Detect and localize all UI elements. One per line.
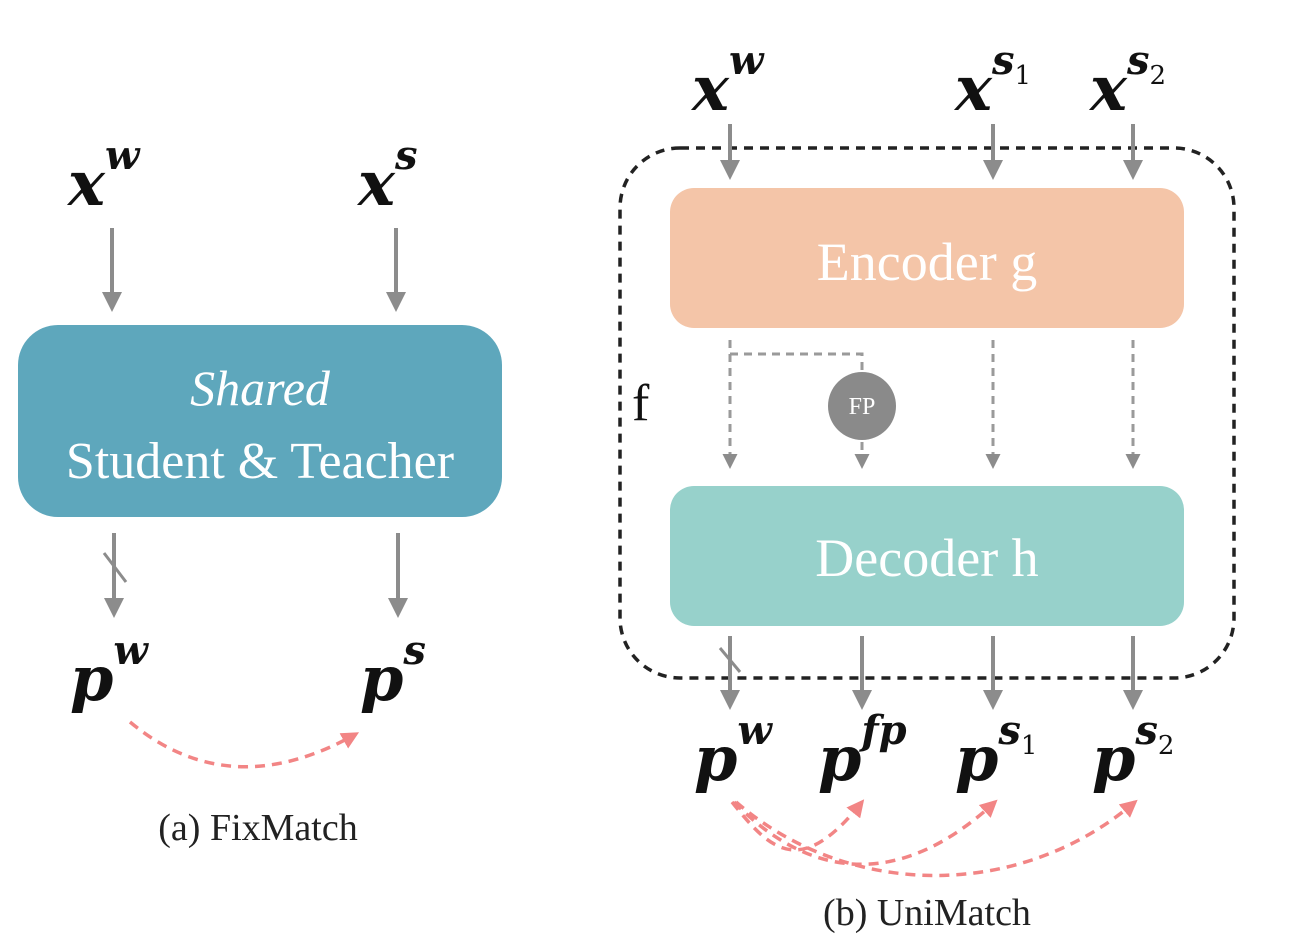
fixmatch-output-strong: ps bbox=[360, 627, 426, 715]
unimatch-output-fp: pfp bbox=[818, 707, 907, 795]
unimatch-consistency-arrow-strong2 bbox=[734, 799, 1138, 878]
unimatch-output-strong2: ps2 bbox=[1092, 707, 1174, 795]
fixmatch-panel: xw xs Shared Student & Teacher pw ps (a)… bbox=[18, 132, 502, 849]
fixmatch-output-weak: pw bbox=[70, 627, 149, 715]
unimatch-encoder-label: Encoder g bbox=[817, 232, 1037, 292]
unimatch-consistency-arrow-fp bbox=[730, 799, 865, 852]
unimatch-input-strong2: xs2 bbox=[1088, 37, 1166, 125]
unimatch-output-weak: pw bbox=[694, 707, 773, 795]
unimatch-input-strong1: xs1 bbox=[953, 37, 1031, 125]
unimatch-decoder-box bbox=[670, 486, 1184, 626]
unimatch-f-label: f bbox=[632, 375, 650, 432]
fixmatch-caption: (a) FixMatch bbox=[158, 807, 357, 849]
unimatch-decoder-label: Decoder h bbox=[815, 528, 1038, 588]
fixmatch-shared-box bbox=[18, 325, 502, 517]
unimatch-fp-branch-line bbox=[730, 352, 864, 382]
unimatch-fp-label: FP bbox=[849, 394, 876, 420]
unimatch-stop-gradient-mark bbox=[718, 647, 742, 673]
unimatch-model-boundary bbox=[618, 146, 1236, 680]
fixmatch-input-weak: xw bbox=[66, 132, 141, 220]
fixmatch-box-line1: Shared bbox=[190, 360, 331, 416]
fixmatch-stop-gradient-mark bbox=[102, 552, 128, 583]
unimatch-fp-node bbox=[828, 372, 896, 440]
unimatch-panel: xw xs1 xs2 f Encoder g FP Decoder h bbox=[618, 37, 1236, 934]
fixmatch-input-strong: xs bbox=[356, 132, 418, 220]
unimatch-output-strong1: ps1 bbox=[955, 707, 1037, 795]
unimatch-caption: (b) UniMatch bbox=[823, 892, 1031, 934]
fixmatch-box-line2: Student & Teacher bbox=[66, 433, 454, 490]
fixmatch-consistency-arrow bbox=[128, 720, 360, 769]
unimatch-input-weak: xw bbox=[690, 37, 765, 125]
unimatch-encoder-box bbox=[670, 188, 1184, 328]
unimatch-consistency-arrow-strong1 bbox=[732, 799, 998, 867]
